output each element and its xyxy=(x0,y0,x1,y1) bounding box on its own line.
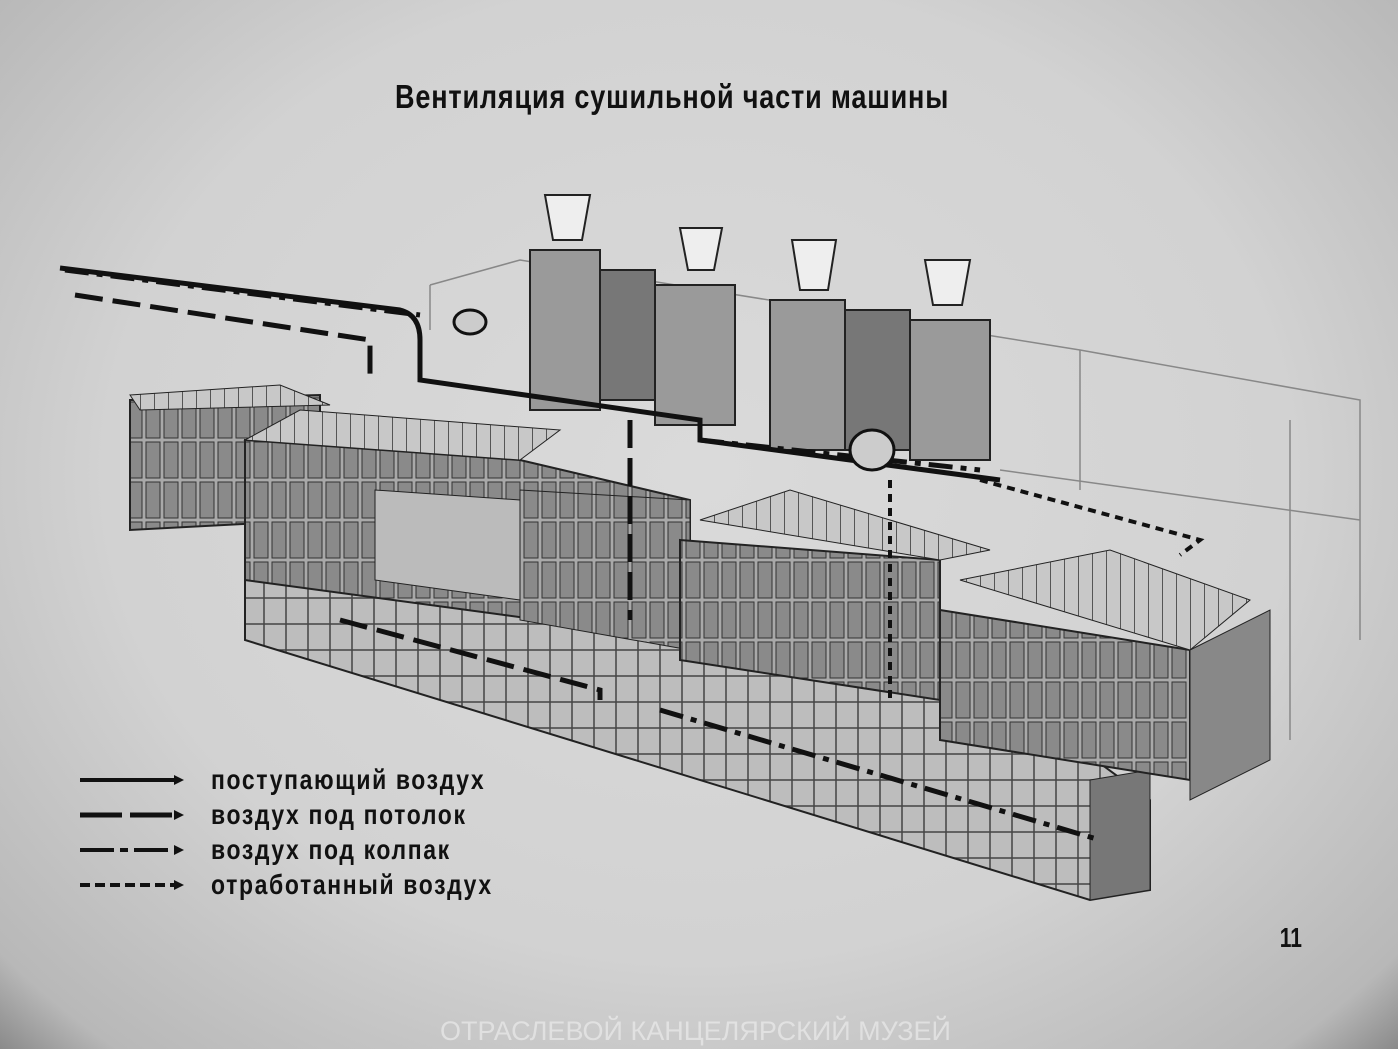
hood-air-duct xyxy=(64,267,1101,843)
unit-2 xyxy=(769,239,991,461)
legend-item-exhaust-air: отработанный воздух xyxy=(80,868,555,902)
slide-title: Вентиляция сушильной части машины xyxy=(395,78,950,115)
room-outline xyxy=(429,259,1361,740)
ceiling-air-duct xyxy=(74,292,633,700)
legend-item-ceiling-air: воздух под потолок xyxy=(80,798,523,832)
dash-dot-arrow-icon xyxy=(80,845,184,855)
dryer-hoods xyxy=(129,384,1271,801)
air-handling-units xyxy=(529,194,991,461)
fan-icon xyxy=(452,308,896,472)
machine-base xyxy=(244,558,1151,902)
page-number: 11 xyxy=(1279,922,1302,953)
short-dash-arrow-icon xyxy=(80,880,184,890)
exhaust-air-duct xyxy=(888,478,1205,700)
solid-arrow-icon xyxy=(80,775,184,785)
long-dash-arrow-icon xyxy=(80,810,184,820)
unit-1 xyxy=(529,194,736,426)
legend-item-hood-air: воздух под колпак xyxy=(80,833,503,867)
watermark: ОТРАСЛЕВОЙ КАНЦЕЛЯРСКИЙ МУЗЕЙ xyxy=(440,1016,951,1046)
legend-item-supply-air: поступающий воздух xyxy=(80,763,546,797)
air-ducts xyxy=(59,265,1205,843)
